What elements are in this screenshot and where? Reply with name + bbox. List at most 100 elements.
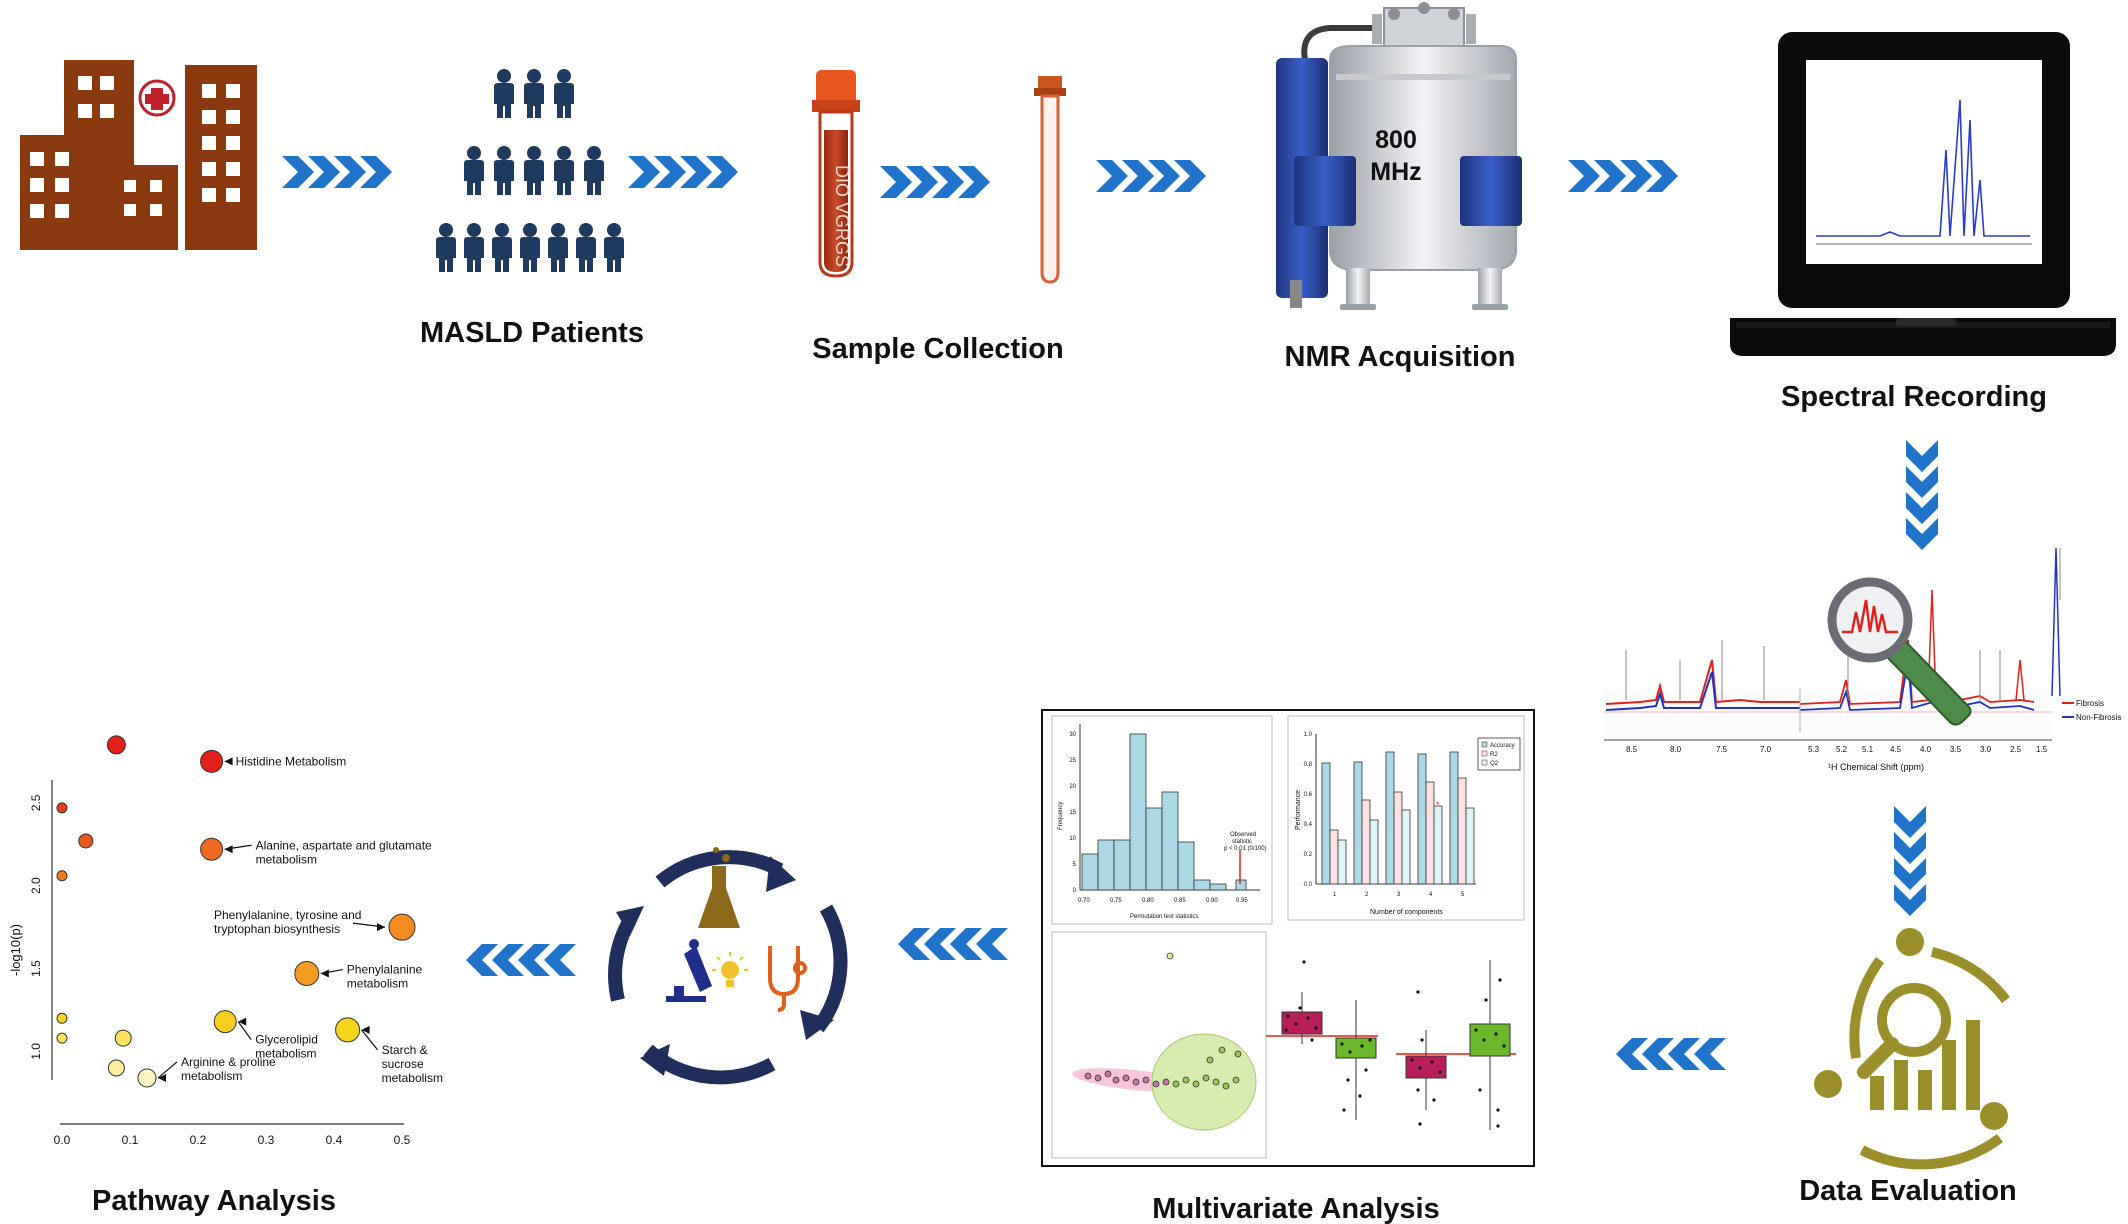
- perm-ytick: 20: [1069, 784, 1076, 790]
- scatter-point: [294, 961, 320, 987]
- pathway-label: metabolism: [347, 977, 408, 991]
- perm-ylabel: Frequency: [1058, 802, 1064, 830]
- arrow-right-5: [1568, 160, 1678, 192]
- sample-tube-icon: [1034, 76, 1066, 284]
- label-arrow: [361, 1029, 379, 1051]
- label-spectral-recording: Spectral Recording: [1781, 381, 2047, 413]
- y-tick-labels: 1.0 1.5 2.0 2.5: [29, 794, 43, 1060]
- label-arrowhead: [320, 969, 329, 978]
- lightbulb-icon: [712, 952, 748, 987]
- scatter-point: [56, 802, 68, 814]
- arrow-left-3: [466, 944, 576, 976]
- arrow-right-1: [282, 156, 392, 188]
- perf-xlabel: Number of components: [1370, 909, 1443, 916]
- scatter-point: [200, 749, 224, 773]
- label-multivariate-analysis: Multivariate Analysis: [1152, 1193, 1439, 1224]
- pathway-label: metabolism: [256, 852, 317, 866]
- perm-xlabel: Permutation test statistics: [1130, 914, 1198, 920]
- pathway-label: sucrose: [382, 1057, 424, 1071]
- perf-ytick: 0.4: [1304, 822, 1313, 828]
- y-axis-label: -log10(p): [8, 924, 23, 976]
- label-arrowhead: [361, 1025, 370, 1034]
- y-tick-label: 1.0: [29, 1043, 43, 1060]
- nmr-frequency-line2: MHz: [1370, 158, 1421, 186]
- svg-text:3.0: 3.0: [1980, 745, 1992, 754]
- data-evaluation-icon: [1814, 928, 2010, 1170]
- perf-ytick: 0.2: [1304, 852, 1313, 858]
- permutation-annotation-2: statistic: [1232, 839, 1252, 845]
- permutation-annotation-3: p < 0.01 (0/100): [1224, 846, 1267, 852]
- perf-legend-r2: R2: [1490, 752, 1498, 758]
- scatter-point: [114, 1029, 132, 1047]
- magnifier-icon: [1827, 577, 1972, 726]
- scatter-point: [106, 735, 126, 755]
- microscope-icon: [666, 939, 712, 1002]
- scatter-point: [335, 1017, 361, 1043]
- perf-xtick: 5: [1461, 892, 1465, 898]
- pathway-label: metabolism: [382, 1071, 443, 1085]
- perm-ytick: 0: [1073, 888, 1077, 894]
- nmr-magnet-icon: [1276, 2, 1522, 310]
- scatter-points: [56, 735, 416, 1088]
- legend-fibrosis: Fibrosis: [2076, 699, 2104, 708]
- pathway-label: Histidine Metabolism: [236, 754, 347, 768]
- label-arrow: [157, 1061, 178, 1079]
- arrow-right-2: [628, 156, 738, 188]
- scatter-point: [388, 913, 416, 941]
- scatter-point: [78, 833, 94, 849]
- scatter-point: [56, 1012, 68, 1024]
- laptop-icon: [1730, 32, 2116, 356]
- y-tick-label: 1.5: [29, 960, 43, 977]
- svg-text:4.5: 4.5: [1890, 745, 1902, 754]
- perf-ylabel: Performance: [1295, 790, 1302, 830]
- pathway-label: Glycerolipid: [255, 1033, 318, 1047]
- svg-text:2.5: 2.5: [2010, 745, 2022, 754]
- y-tick-label: 2.0: [29, 877, 43, 894]
- perf-legend-accuracy: Accuracy: [1490, 743, 1515, 749]
- spectrum-axis-label: ¹H Chemical Shift (ppm): [1828, 762, 1924, 772]
- perf-xtick: 2: [1365, 892, 1369, 898]
- svg-text:4.0: 4.0: [1920, 745, 1932, 754]
- x-tick-label: 0.3: [258, 1133, 275, 1147]
- scatter-point: [56, 870, 68, 882]
- scatter-point: [213, 1010, 237, 1034]
- label-sample-collection: Sample Collection: [812, 333, 1063, 365]
- svg-text:8.5: 8.5: [1626, 745, 1638, 754]
- pathway-label: metabolism: [181, 1069, 242, 1083]
- arrow-down-2: [1894, 806, 1926, 916]
- research-cycle-icon: [608, 847, 848, 1085]
- pathway-label: Phenylalanine, tyrosine and: [214, 908, 361, 922]
- perf-xtick: 3: [1397, 892, 1401, 898]
- perm-xtick: 0.90: [1206, 898, 1218, 904]
- stethoscope-icon: [768, 946, 807, 1012]
- hospital-icon: [20, 60, 257, 250]
- pathway-label: tryptophan biosynthesis: [214, 922, 340, 936]
- x-tick-label: 0.0: [54, 1133, 71, 1147]
- scatter-point: [200, 837, 224, 861]
- perf-ytick: 0.6: [1304, 792, 1313, 798]
- label-arrowhead: [377, 923, 385, 932]
- perm-ytick: 10: [1069, 836, 1076, 842]
- svg-text:*: *: [1436, 800, 1440, 810]
- pathway-label: Arginine & proline: [181, 1055, 276, 1069]
- perm-ytick: 25: [1069, 758, 1076, 764]
- x-tick-label: 0.5: [394, 1133, 411, 1147]
- permutation-annotation-1: Observed: [1230, 832, 1256, 838]
- svg-text:5.2: 5.2: [1836, 745, 1848, 754]
- svg-text:7.0: 7.0: [1760, 745, 1772, 754]
- nmr-frequency-line1: 800: [1375, 126, 1417, 154]
- perf-ytick: 0.0: [1304, 882, 1313, 888]
- perm-ytick: 30: [1069, 732, 1076, 738]
- y-tick-label: 2.5: [29, 794, 43, 811]
- label-arrowhead: [224, 845, 233, 854]
- flask-icon: [698, 847, 740, 928]
- label-nmr-acquisition: NMR Acquisition: [1285, 341, 1516, 373]
- pathway-label: metabolism: [255, 1047, 316, 1061]
- scatter-point: [137, 1068, 157, 1088]
- label-pathway-analysis: Pathway Analysis: [92, 1185, 336, 1217]
- label-masld-patients: MASLD Patients: [420, 317, 644, 349]
